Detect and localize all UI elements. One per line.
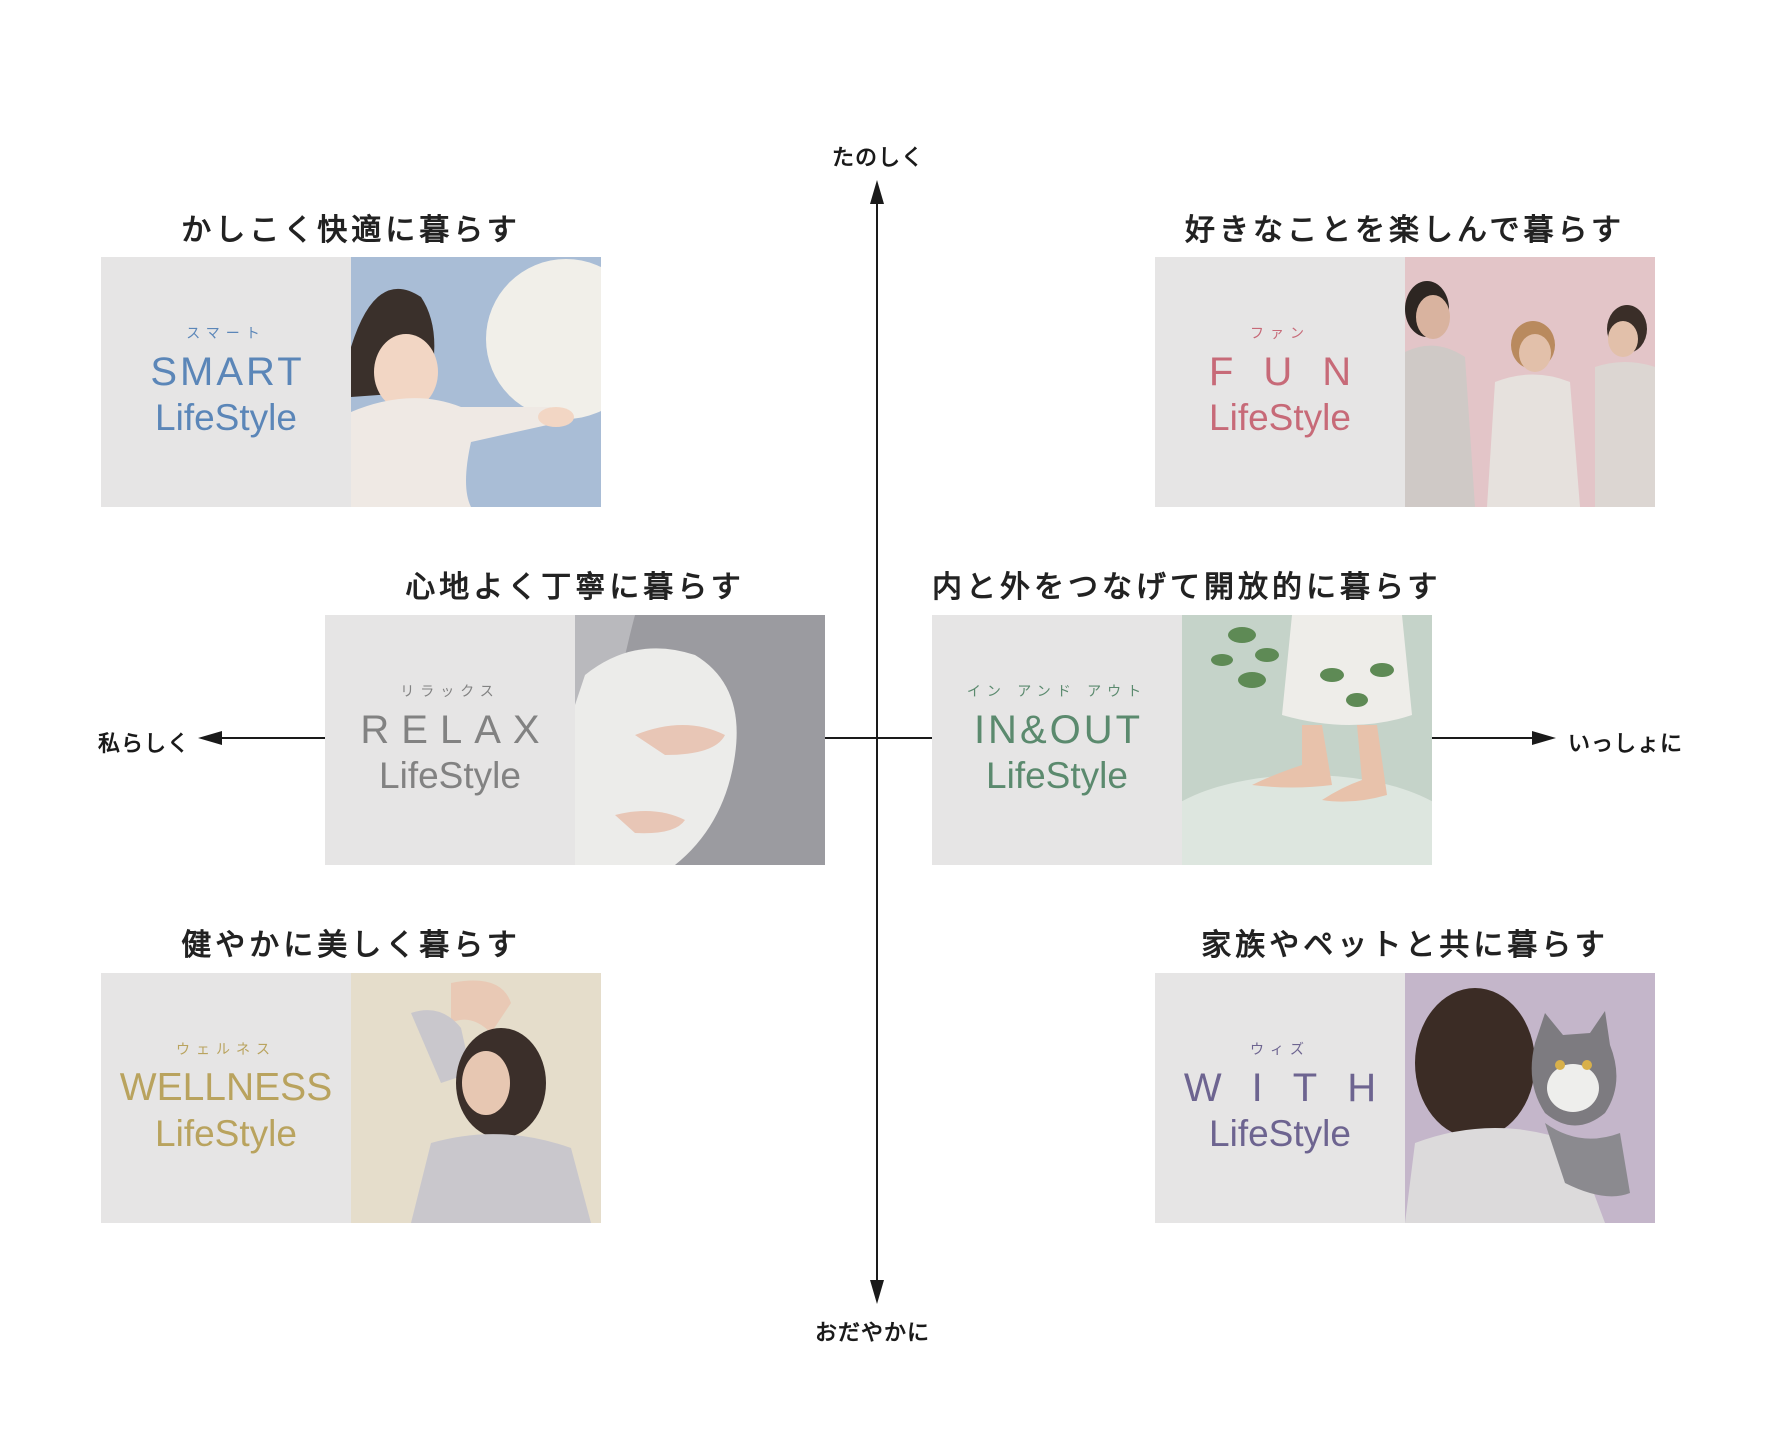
smart-heading: かしこく快適に暮らす: [181, 213, 521, 248]
with-lifestyle-card[interactable]: ウィズ WITH LifeStyle: [1155, 973, 1655, 1223]
relax-lifestyle-card[interactable]: リラックス RELAX LifeStyle: [325, 615, 825, 865]
relax-title: RELAX: [360, 708, 552, 752]
inout-heading: 内と外をつなげて開放的に暮らす: [932, 570, 1442, 605]
inout-text-panel: イン アンド アウト IN&OUT LifeStyle: [932, 615, 1182, 865]
fun-lifestyle-card[interactable]: ファン FUN LifeStyle: [1155, 257, 1655, 507]
inout-lifestyle-card[interactable]: イン アンド アウト IN&OUT LifeStyle: [932, 615, 1432, 865]
inout-kana: イン アンド アウト: [966, 684, 1148, 700]
inout-title: IN&OUT: [973, 708, 1144, 752]
smart-photo: [351, 257, 601, 507]
fun-heading: 好きなことを楽しんで暮らす: [1185, 213, 1625, 248]
axis-label-left: 私らしく: [98, 732, 191, 757]
fun-subtitle: LifeStyle: [1209, 397, 1351, 438]
fun-text-panel: ファン FUN LifeStyle: [1155, 257, 1405, 507]
axis-label-right: いっしょに: [1568, 732, 1684, 757]
wellness-lifestyle-card[interactable]: ウェルネス WELLNESS LifeStyle: [101, 973, 601, 1223]
with-kana: ウィズ: [1250, 1042, 1310, 1058]
arrow-right-icon: [1532, 731, 1556, 745]
arrow-left-icon: [198, 731, 222, 745]
smart-subtitle: LifeStyle: [155, 397, 297, 438]
fun-photo: [1405, 257, 1655, 507]
relax-subtitle: LifeStyle: [379, 755, 521, 796]
with-subtitle: LifeStyle: [1209, 1113, 1351, 1154]
arrow-up-icon: [870, 180, 884, 204]
wellness-title: WELLNESS: [119, 1066, 333, 1109]
wellness-text-panel: ウェルネス WELLNESS LifeStyle: [101, 973, 351, 1223]
with-photo: [1405, 973, 1655, 1223]
fun-title: FUN: [1208, 350, 1382, 394]
smart-kana: スマート: [186, 326, 266, 342]
fun-kana: ファン: [1250, 326, 1310, 342]
inout-photo: [1182, 615, 1432, 865]
with-text-panel: ウィズ WITH LifeStyle: [1155, 973, 1405, 1223]
relax-kana: リラックス: [400, 684, 500, 700]
relax-heading: 心地よく丁寧に暮らす: [405, 570, 745, 605]
inout-subtitle: LifeStyle: [986, 755, 1128, 796]
wellness-subtitle: LifeStyle: [155, 1113, 297, 1154]
arrow-down-icon: [870, 1280, 884, 1304]
smart-title: SMART: [150, 350, 305, 394]
relax-photo: [575, 615, 825, 865]
with-title: WITH: [1183, 1066, 1407, 1110]
relax-text-panel: リラックス RELAX LifeStyle: [325, 615, 575, 865]
with-heading: 家族やペットと共に暮らす: [1201, 928, 1609, 963]
wellness-photo: [351, 973, 601, 1223]
axis-label-bottom: おだやかに: [815, 1321, 931, 1346]
wellness-heading: 健やかに美しく暮らす: [181, 928, 521, 963]
smart-text-panel: スマート SMART LifeStyle: [101, 257, 351, 507]
axis-label-top: たのしく: [832, 146, 925, 171]
wellness-kana: ウェルネス: [176, 1042, 276, 1058]
smart-lifestyle-card[interactable]: スマート SMART LifeStyle: [101, 257, 601, 507]
